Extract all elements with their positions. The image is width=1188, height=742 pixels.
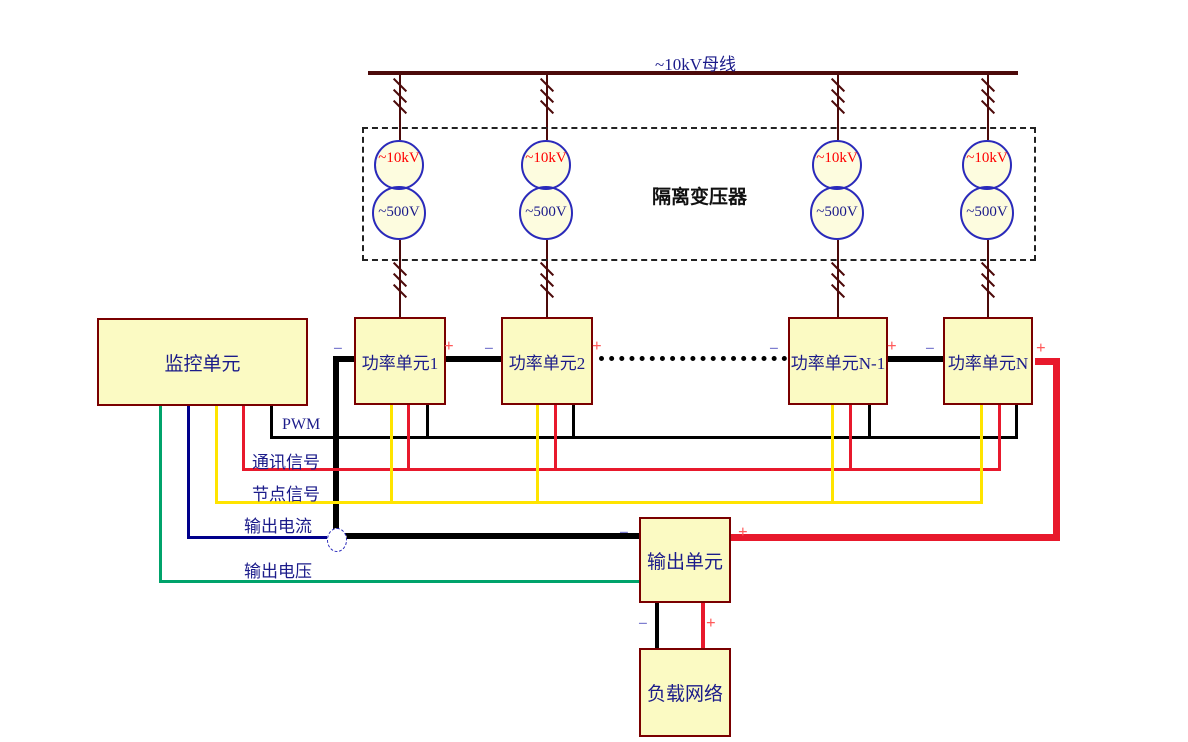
puN-plus-sign: + [1036, 338, 1046, 357]
transformer-secondary-voltage: ~500V [525, 204, 567, 220]
positive-link-stub [1035, 358, 1060, 365]
series-link-1-2 [446, 356, 501, 362]
isolation-transformer-enclosure [362, 127, 1036, 261]
monitor-unit-label: 监控单元 [164, 353, 241, 375]
pwm-signal-bus [270, 436, 1018, 439]
puN-node-drop [980, 404, 983, 504]
load-positive-connector [701, 601, 705, 650]
negative-link-horizontal [345, 533, 640, 539]
feeder-line [546, 75, 548, 142]
pu2-plus-sign: + [592, 336, 602, 355]
pu2-minus-sign: − [484, 339, 494, 358]
current-transformer-icon [327, 528, 347, 552]
feeder-line [987, 75, 989, 142]
power-unit-1-box: 功率单元1 [354, 317, 446, 405]
output-minus-sign: − [619, 523, 629, 542]
series-link-ellipsis [599, 356, 787, 361]
node-signal-bus [215, 501, 983, 504]
feeder-line [546, 238, 548, 317]
comm-signal-label: 通讯信号 [252, 453, 320, 472]
transformer-secondary-ring-icon [960, 186, 1014, 240]
feeder-line [837, 238, 839, 317]
transformer-primary-voltage: ~10kV [378, 150, 420, 166]
negative-link-vertical [333, 356, 339, 530]
pu2-pwm-drop [572, 404, 575, 439]
output-voltage-label: 输出电压 [244, 562, 312, 581]
pu2-node-drop [536, 404, 539, 504]
transformer-secondary-ring-icon [372, 186, 426, 240]
power-unit-N-label: 功率单元N [947, 353, 1029, 373]
transformer-primary-voltage: ~10kV [525, 150, 567, 166]
power-unit-N-box: 功率单元N [943, 317, 1033, 405]
puN1-node-drop [831, 404, 834, 504]
series-link-N1-N [888, 356, 943, 362]
puN1-comm-drop [849, 404, 852, 471]
load-minus-sign: − [638, 614, 648, 633]
power-unit-1-label: 功率单元1 [361, 353, 439, 373]
bus-label: ~10kV母线 [655, 55, 736, 74]
comm-signal-bus [242, 468, 1001, 471]
transformer-secondary-ring-icon [810, 186, 864, 240]
puN-pwm-drop [1015, 404, 1018, 439]
power-unit-N1-label: 功率单元N-1 [790, 353, 886, 373]
transformer-primary-voltage: ~10kV [966, 150, 1008, 166]
load-negative-connector [655, 601, 659, 650]
transformer-secondary-voltage: ~500V [816, 204, 858, 220]
output-unit-box: 输出单元 [639, 517, 731, 603]
puN-comm-drop [998, 404, 1001, 471]
node-signal-label: 节点信号 [252, 485, 320, 504]
pu2-comm-drop [554, 404, 557, 471]
transformer-primary-voltage: ~10kV [816, 150, 858, 166]
pu1-comm-drop [407, 404, 410, 471]
puN1-minus-sign: − [769, 339, 779, 358]
pu1-node-drop [390, 404, 393, 504]
pu1-minus-sign: − [333, 339, 343, 358]
power-unit-2-label: 功率单元2 [508, 353, 586, 373]
feeder-line [837, 75, 839, 142]
feeder-line [399, 75, 401, 142]
transformer-secondary-voltage: ~500V [966, 204, 1008, 220]
current-signal-line [187, 536, 327, 539]
positive-link-vertical [1053, 358, 1060, 541]
bus-line [368, 71, 1018, 75]
output-unit-label: 输出单元 [646, 551, 723, 573]
positive-link-horizontal [730, 534, 1060, 541]
isolation-transformer-label: 隔离变压器 [652, 187, 748, 208]
comm-signal-vertical [242, 404, 245, 471]
node-signal-vertical [215, 404, 218, 504]
puN1-plus-sign: + [887, 336, 897, 355]
pu1-plus-sign: + [444, 336, 454, 355]
transformer-secondary-ring-icon [519, 186, 573, 240]
monitor-unit-box: 监控单元 [97, 318, 308, 406]
current-signal-vertical [187, 404, 190, 539]
load-network-box: 负载网络 [639, 648, 731, 737]
pwm-signal-vertical [270, 404, 273, 439]
feeder-line [399, 238, 401, 317]
voltage-signal-line [159, 580, 640, 583]
voltage-signal-vertical [159, 404, 162, 583]
feeder-line [987, 238, 989, 317]
output-current-label: 输出电流 [244, 517, 312, 536]
output-plus-sign: + [738, 522, 748, 541]
load-network-label: 负载网络 [646, 684, 723, 705]
pu1-pwm-drop [426, 404, 429, 439]
power-unit-N1-box: 功率单元N-1 [788, 317, 888, 405]
power-unit-2-box: 功率单元2 [501, 317, 593, 405]
pwm-label: PWM [282, 416, 321, 433]
puN1-pwm-drop [868, 404, 871, 439]
puN-minus-sign: − [925, 339, 935, 358]
negative-link-stub [333, 356, 354, 362]
transformer-secondary-voltage: ~500V [378, 204, 420, 220]
load-plus-sign: + [706, 613, 716, 632]
